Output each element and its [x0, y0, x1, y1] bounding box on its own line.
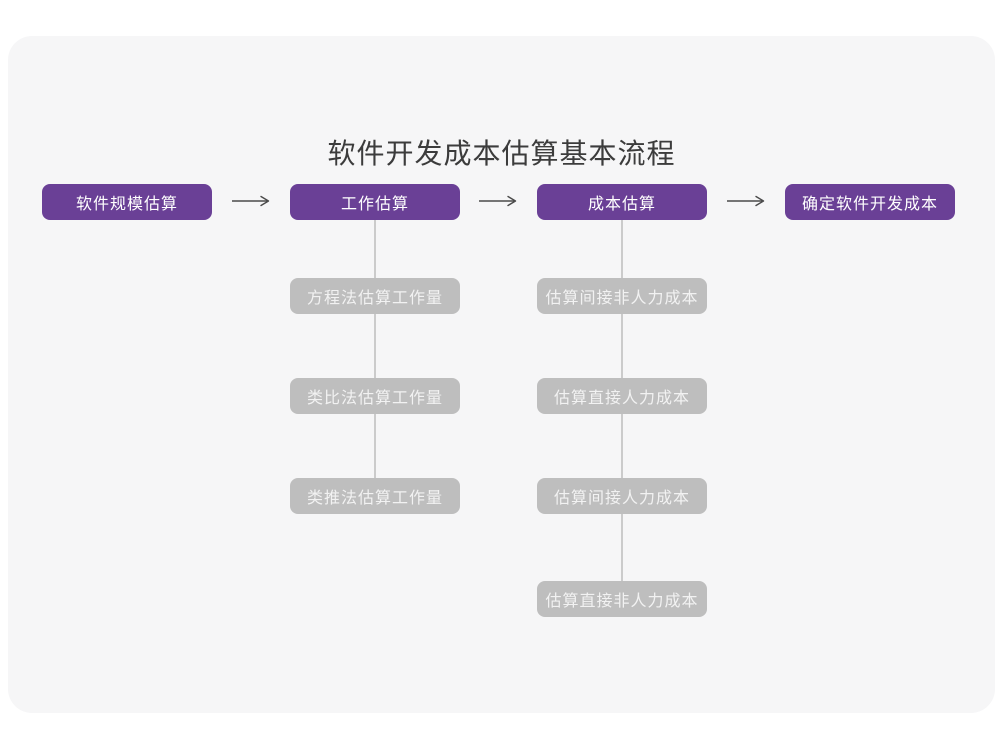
- substep-equation-method-workload: 方程法估算工作量: [290, 278, 460, 314]
- arrow-right-icon: [478, 195, 518, 207]
- substep-indirect-labor-cost: 估算间接人力成本: [537, 478, 707, 514]
- substep-direct-labor-cost: 估算直接人力成本: [537, 378, 707, 414]
- flow-step-cost-estimation: 成本估算: [537, 184, 707, 220]
- arrow-right-icon: [726, 195, 766, 207]
- flowchart-card: 软件开发成本估算基本流程 软件规模估算 工作估算 成本估算 确定软件开发成本 方…: [8, 36, 995, 713]
- substep-extrapolation-method-workload: 类推法估算工作量: [290, 478, 460, 514]
- substep-indirect-non-labor-cost: 估算间接非人力成本: [537, 278, 707, 314]
- arrow-right-icon: [231, 195, 271, 207]
- substep-analogy-method-workload: 类比法估算工作量: [290, 378, 460, 414]
- substep-direct-non-labor-cost: 估算直接非人力成本: [537, 581, 707, 617]
- flow-step-software-scale-estimation: 软件规模估算: [42, 184, 212, 220]
- flow-step-work-estimation: 工作估算: [290, 184, 460, 220]
- diagram-title: 软件开发成本估算基本流程: [327, 138, 676, 169]
- connector-line-work-estimation: [374, 218, 376, 480]
- flow-step-determine-dev-cost: 确定软件开发成本: [785, 184, 955, 220]
